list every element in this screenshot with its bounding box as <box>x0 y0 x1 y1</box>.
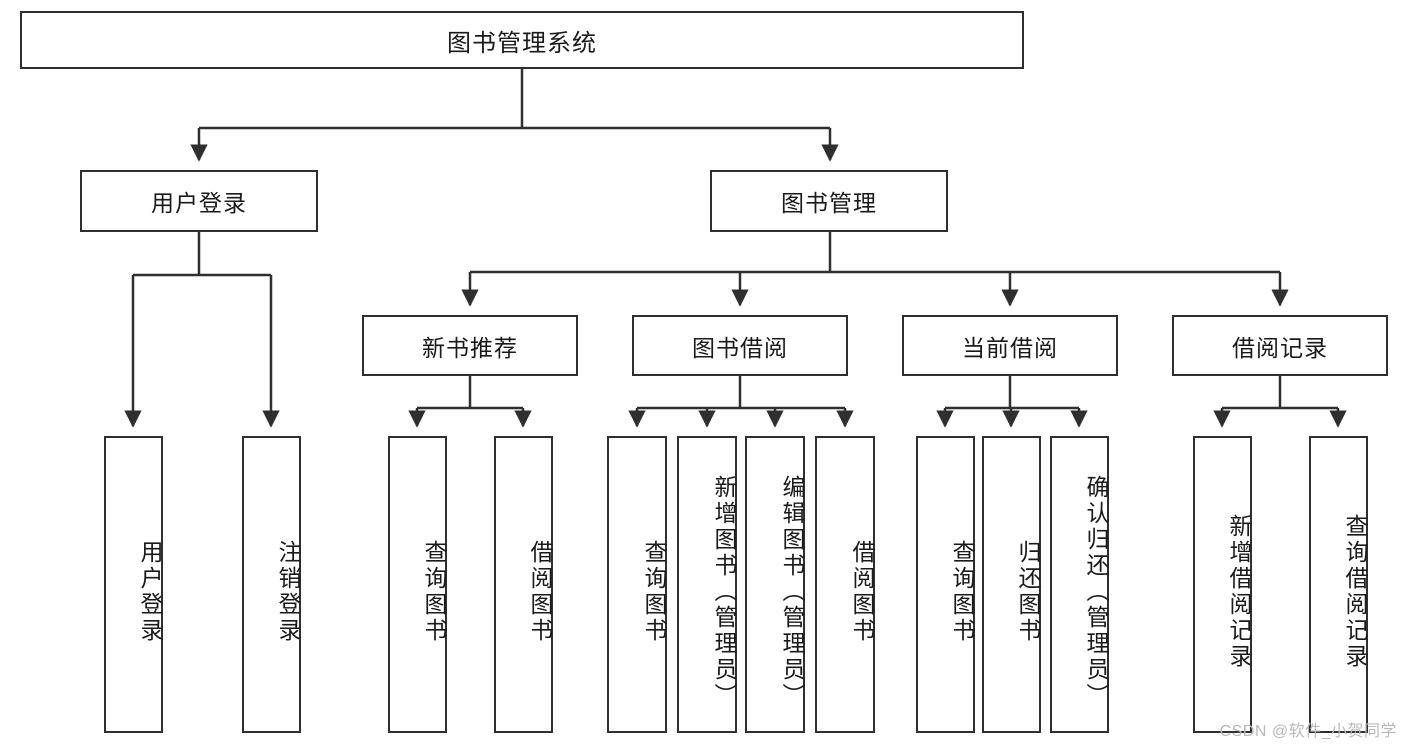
node-label: 新书推荐 <box>422 334 518 361</box>
node-label: 图书管理系统 <box>447 29 597 57</box>
leaf-logout[interactable]: 注销登录 <box>242 436 301 733</box>
leaf-query-book-recommend[interactable]: 查询图书 <box>388 436 447 733</box>
node-label: 编辑图书（管理员） <box>779 474 805 709</box>
leaf-borrow-book-recommend[interactable]: 借阅图书 <box>494 436 553 733</box>
node-label: 查询图书 <box>641 539 667 644</box>
node-label: 确认归还（管理员） <box>1083 474 1109 709</box>
node-current-borrow[interactable]: 当前借阅 <box>902 315 1118 376</box>
leaf-query-book-borrow[interactable]: 查询图书 <box>607 436 667 733</box>
node-label: 借阅图书 <box>849 539 875 644</box>
node-new-book-recommend[interactable]: 新书推荐 <box>362 315 578 376</box>
watermark-text: CSDN @软件_小贺同学 <box>1219 723 1397 740</box>
node-label: 新增图书（管理员） <box>711 474 737 709</box>
node-label: 新增借阅记录 <box>1226 513 1252 670</box>
leaf-add-borrow-record[interactable]: 新增借阅记录 <box>1193 436 1252 733</box>
leaf-query-borrow-record[interactable]: 查询借阅记录 <box>1309 436 1368 733</box>
leaf-query-book-current[interactable]: 查询图书 <box>916 436 975 733</box>
node-label: 查询图书 <box>421 539 447 644</box>
node-label: 借阅图书 <box>527 539 553 644</box>
node-user-login[interactable]: 用户登录 <box>80 170 318 232</box>
leaf-edit-book-admin[interactable]: 编辑图书（管理员） <box>745 436 805 733</box>
node-label: 查询借阅记录 <box>1342 513 1368 670</box>
leaf-add-book-admin[interactable]: 新增图书（管理员） <box>677 436 737 733</box>
node-root-book-management-system[interactable]: 图书管理系统 <box>20 11 1024 69</box>
node-label: 用户登录 <box>137 539 163 644</box>
node-label: 图书管理 <box>781 190 877 216</box>
node-label: 归还图书 <box>1015 539 1041 644</box>
node-label: 查询图书 <box>949 539 975 644</box>
node-label: 当前借阅 <box>962 334 1058 361</box>
node-book-borrow[interactable]: 图书借阅 <box>632 315 848 376</box>
leaf-borrow-book[interactable]: 借阅图书 <box>815 436 875 733</box>
node-book-management[interactable]: 图书管理 <box>710 170 948 232</box>
node-label: 用户登录 <box>151 190 247 216</box>
node-label: 借阅记录 <box>1232 334 1328 361</box>
node-borrow-records[interactable]: 借阅记录 <box>1172 315 1388 376</box>
leaf-return-book[interactable]: 归还图书 <box>982 436 1041 733</box>
node-label: 注销登录 <box>275 539 301 644</box>
leaf-user-login[interactable]: 用户登录 <box>104 436 163 733</box>
leaf-confirm-return-admin[interactable]: 确认归还（管理员） <box>1050 436 1109 733</box>
node-label: 图书借阅 <box>692 334 788 361</box>
